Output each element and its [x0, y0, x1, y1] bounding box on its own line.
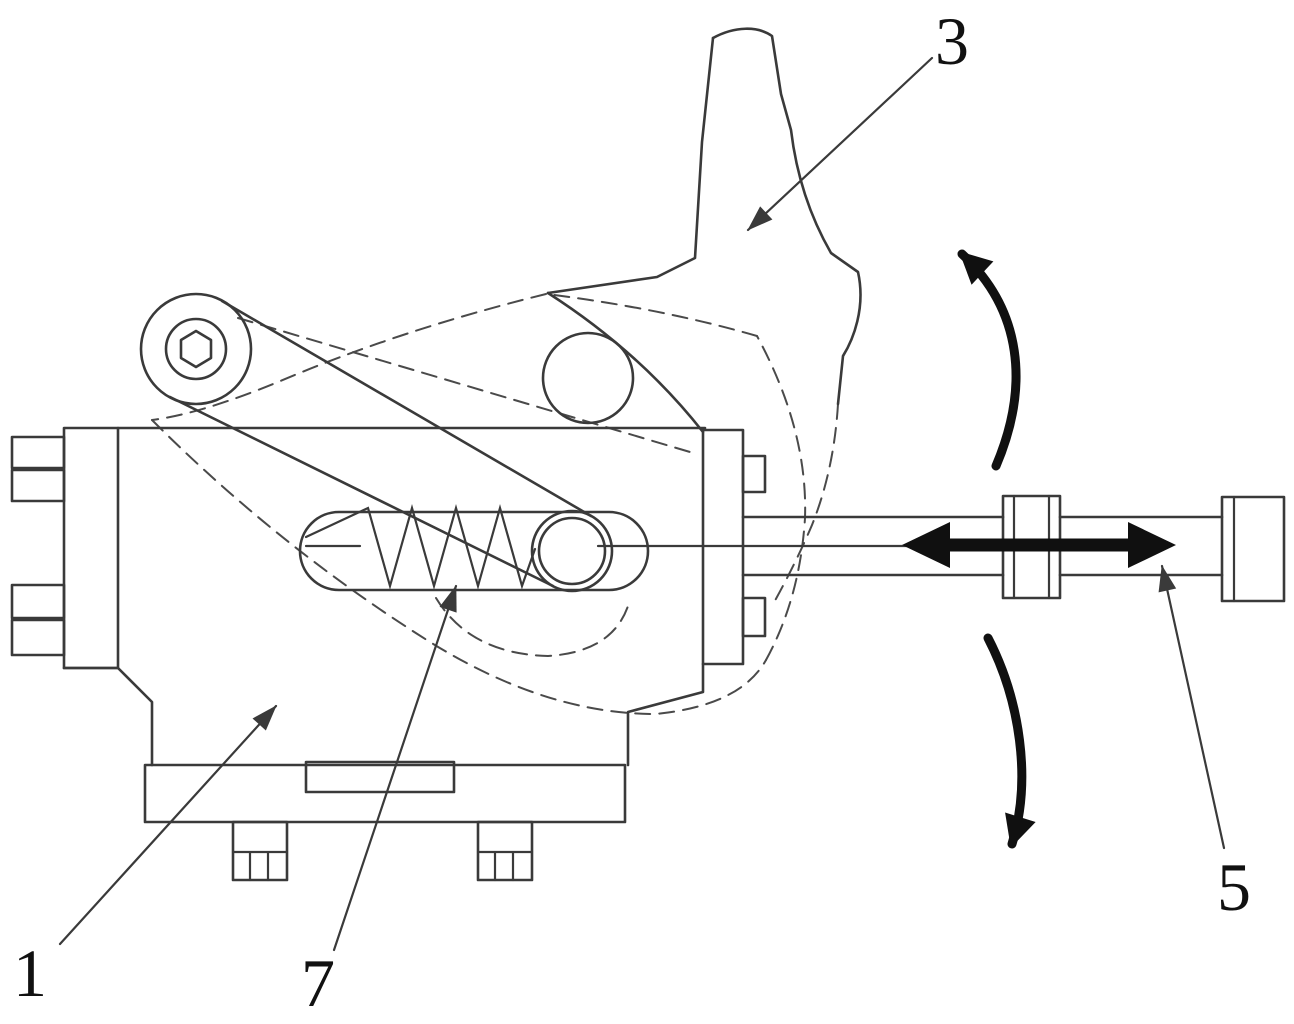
linear-arrowhead-left-icon — [902, 522, 950, 568]
roller-outer — [530, 509, 614, 593]
base-plate — [143, 763, 627, 824]
base-tab — [304, 760, 456, 794]
part-label-1: 1 — [13, 935, 47, 1011]
lever-arm-bottom-edge — [168, 395, 555, 588]
hidden-boss-arc — [435, 597, 629, 658]
leader-arrow-part7 — [332, 584, 458, 952]
shaft-end-cap — [1220, 495, 1286, 603]
foot-right-detail — [476, 850, 534, 882]
left-bolt-lower-2 — [10, 618, 66, 657]
reference-numerals: 3 5 1 7 — [13, 3, 1251, 1021]
hidden-plate-edge — [771, 403, 839, 607]
hidden-lever-line — [237, 317, 691, 453]
foot-left-detail — [231, 850, 289, 882]
hidden-arc-top — [151, 293, 547, 421]
lever-arm-top-edge — [220, 299, 593, 518]
hidden-arc-upper-right — [545, 293, 758, 337]
rotation-arrow-upper — [957, 249, 1021, 471]
hidden-arc-bottom — [151, 419, 767, 716]
cam-plate-left-profile — [546, 36, 715, 295]
shaft-segment-right — [1058, 515, 1224, 577]
part-label-5: 5 — [1217, 849, 1251, 925]
left-mount-plate — [62, 426, 120, 670]
shaft-segment-left — [741, 515, 1005, 577]
linear-arrowhead-right-icon — [1128, 522, 1176, 568]
mount-tab-upper — [741, 454, 767, 494]
pivot-boss — [139, 292, 253, 406]
spring-slot — [298, 510, 650, 592]
leader-lines — [58, 56, 1226, 952]
cam-plate — [541, 27, 862, 434]
slot-spring-roller — [298, 503, 930, 593]
leader-arrow-part5 — [1158, 564, 1226, 850]
mount-tab-lower — [741, 596, 767, 638]
hex-socket-icon — [179, 329, 213, 369]
part-label-3: 3 — [935, 3, 969, 79]
left-bolt-upper-2 — [10, 468, 66, 503]
leader-arrow-part1 — [58, 704, 278, 946]
motion-arrows — [902, 249, 1176, 849]
pivot-bolt-head — [164, 317, 228, 381]
machine-body — [10, 426, 767, 882]
cam-plate-hole — [541, 331, 635, 425]
part-label-7: 7 — [301, 945, 335, 1021]
body-left-chamfer — [62, 666, 154, 767]
body-right-edge — [626, 662, 705, 767]
spring — [304, 503, 537, 591]
left-bolt-lower-1 — [10, 583, 66, 620]
leader-arrow-part3 — [746, 56, 934, 232]
rotation-arrow-lower — [983, 633, 1036, 849]
cam-plate-lower-edge — [546, 291, 705, 434]
pivot-lever — [139, 292, 593, 588]
hidden-cam-contour — [151, 293, 839, 716]
left-bolt-upper-1 — [10, 435, 66, 470]
roller-inner — [537, 516, 607, 586]
cam-plate-right-profile — [711, 27, 862, 406]
